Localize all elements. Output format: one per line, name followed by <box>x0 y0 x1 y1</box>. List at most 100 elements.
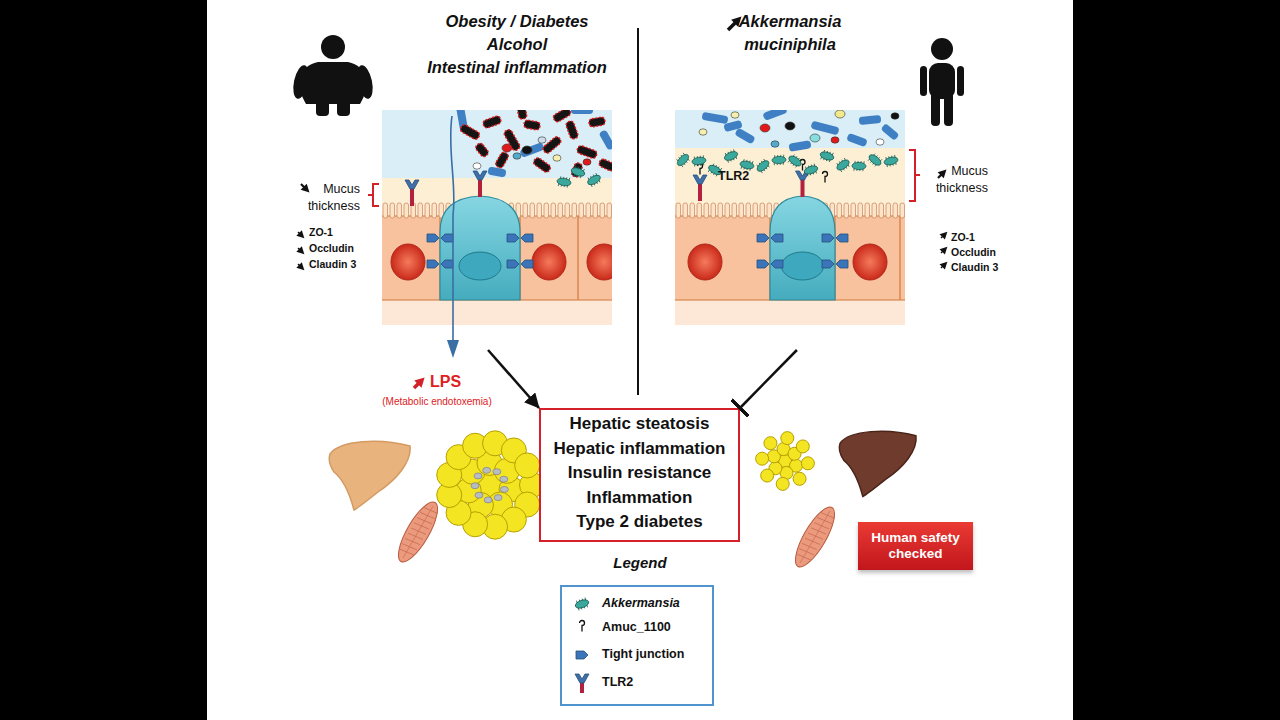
akkermansia-cell <box>867 153 882 167</box>
microvillus <box>711 203 716 218</box>
macrophage <box>493 469 501 475</box>
akkermansia-cell <box>676 153 691 168</box>
microvillus <box>886 203 891 218</box>
akkermansia-cell <box>819 149 835 163</box>
akkermansia-cell <box>883 154 899 167</box>
legend-symbol-part <box>580 682 584 693</box>
microvillus <box>893 203 898 218</box>
panel-heading: Akkermansia muciniphila <box>728 10 852 56</box>
akkermansia-cell <box>755 159 770 174</box>
trend-arrow <box>295 229 307 241</box>
bacterium <box>881 123 900 141</box>
bacterium <box>571 110 593 114</box>
trend-arrow <box>940 244 951 255</box>
trend-arrow <box>295 261 307 273</box>
trend-arrow <box>938 166 950 178</box>
trend-arrow <box>296 246 307 257</box>
akkermansia-cell <box>739 160 754 170</box>
macrophage <box>474 473 482 479</box>
tight-junction <box>576 651 588 659</box>
panel-heading: Obesity / Diabetes <box>402 10 632 33</box>
akkermansia-cell <box>786 153 803 169</box>
protein-label: Claudin 3 <box>309 258 369 271</box>
cell-nucleus <box>532 244 566 280</box>
cell-nucleus <box>782 252 824 280</box>
muscle-tissue <box>403 506 433 558</box>
divider-line <box>637 28 639 395</box>
bacterium <box>495 151 510 169</box>
microbe-particle <box>785 122 795 130</box>
microvillus <box>383 203 388 218</box>
protein-label: Occludin <box>309 242 369 255</box>
microvillus <box>425 203 430 218</box>
akkermansia-cell <box>585 172 602 188</box>
slim-person-icon <box>920 38 964 126</box>
microbe-particle <box>891 113 899 119</box>
slim-person-icon <box>957 66 964 96</box>
akkermansia-cell <box>570 166 586 178</box>
tlr2-receptor <box>575 674 589 693</box>
annotation-note: (Metabolic endotoxemia) <box>366 395 508 408</box>
microvillus <box>844 203 849 218</box>
adipose-tissue <box>764 437 777 450</box>
outcome-text: Hepatic steatosis <box>541 412 738 437</box>
trend-arrow <box>296 262 307 273</box>
bacterium <box>487 166 506 177</box>
microvillus <box>544 203 549 218</box>
microvillus <box>676 203 681 218</box>
akkermansia-cell <box>803 163 819 177</box>
microvillus <box>753 203 758 218</box>
microvillus <box>572 203 577 218</box>
legend-symbol <box>570 645 596 665</box>
tight-junction <box>771 260 783 268</box>
microvillus <box>767 203 772 218</box>
microvillus <box>432 203 437 218</box>
inhibits-connector <box>740 350 797 408</box>
microvillus <box>537 203 542 218</box>
trend-arrow <box>410 374 428 392</box>
trend-arrow <box>935 166 950 181</box>
microbe-particle <box>831 137 839 143</box>
annotation-text: Mucus thickness <box>924 163 988 197</box>
receptor-label: TLR2 <box>718 168 762 184</box>
trend-arrow <box>938 244 950 256</box>
microvillus <box>390 203 395 218</box>
promotes-arrow <box>488 350 539 408</box>
legend-symbol <box>570 594 596 614</box>
tight-junction <box>836 234 848 242</box>
protein-label: ZO-1 <box>951 231 1011 244</box>
bacterium <box>565 120 579 140</box>
muscle-tissue <box>391 497 444 567</box>
macrophage <box>484 497 492 503</box>
trend-arrow <box>295 245 307 257</box>
microbe-particle <box>835 110 845 118</box>
microvillus <box>900 203 905 218</box>
microvillus <box>586 203 591 218</box>
microvillus <box>523 203 528 218</box>
trend-arrow <box>298 181 313 196</box>
microvillus <box>530 203 535 218</box>
cell-boundary <box>899 216 901 300</box>
akkermansia-cell <box>675 152 691 169</box>
akkermansia-cell <box>834 157 851 173</box>
bacterium <box>723 120 742 132</box>
adipose-tissue <box>756 452 769 465</box>
adipose-tissue <box>515 453 540 478</box>
microvillus <box>551 203 556 218</box>
akkermansia-cell <box>883 156 898 166</box>
microvillus <box>704 203 709 218</box>
protein-label: Occludin <box>951 246 1011 259</box>
microvillus <box>565 203 570 218</box>
microbe-particle <box>731 112 739 118</box>
slim-person-icon <box>931 92 940 126</box>
akkermansia-cell <box>835 158 851 172</box>
akkermansia-cell <box>723 149 740 164</box>
akkermansia-cell <box>556 177 571 187</box>
tlr2-receptor <box>405 180 419 206</box>
tight-junction <box>441 234 453 242</box>
slim-person-icon <box>944 92 953 126</box>
bacterium <box>598 158 612 172</box>
epithelium-illustration <box>675 110 905 325</box>
lamina-propria <box>675 300 905 325</box>
obese-person-icon <box>291 35 376 116</box>
